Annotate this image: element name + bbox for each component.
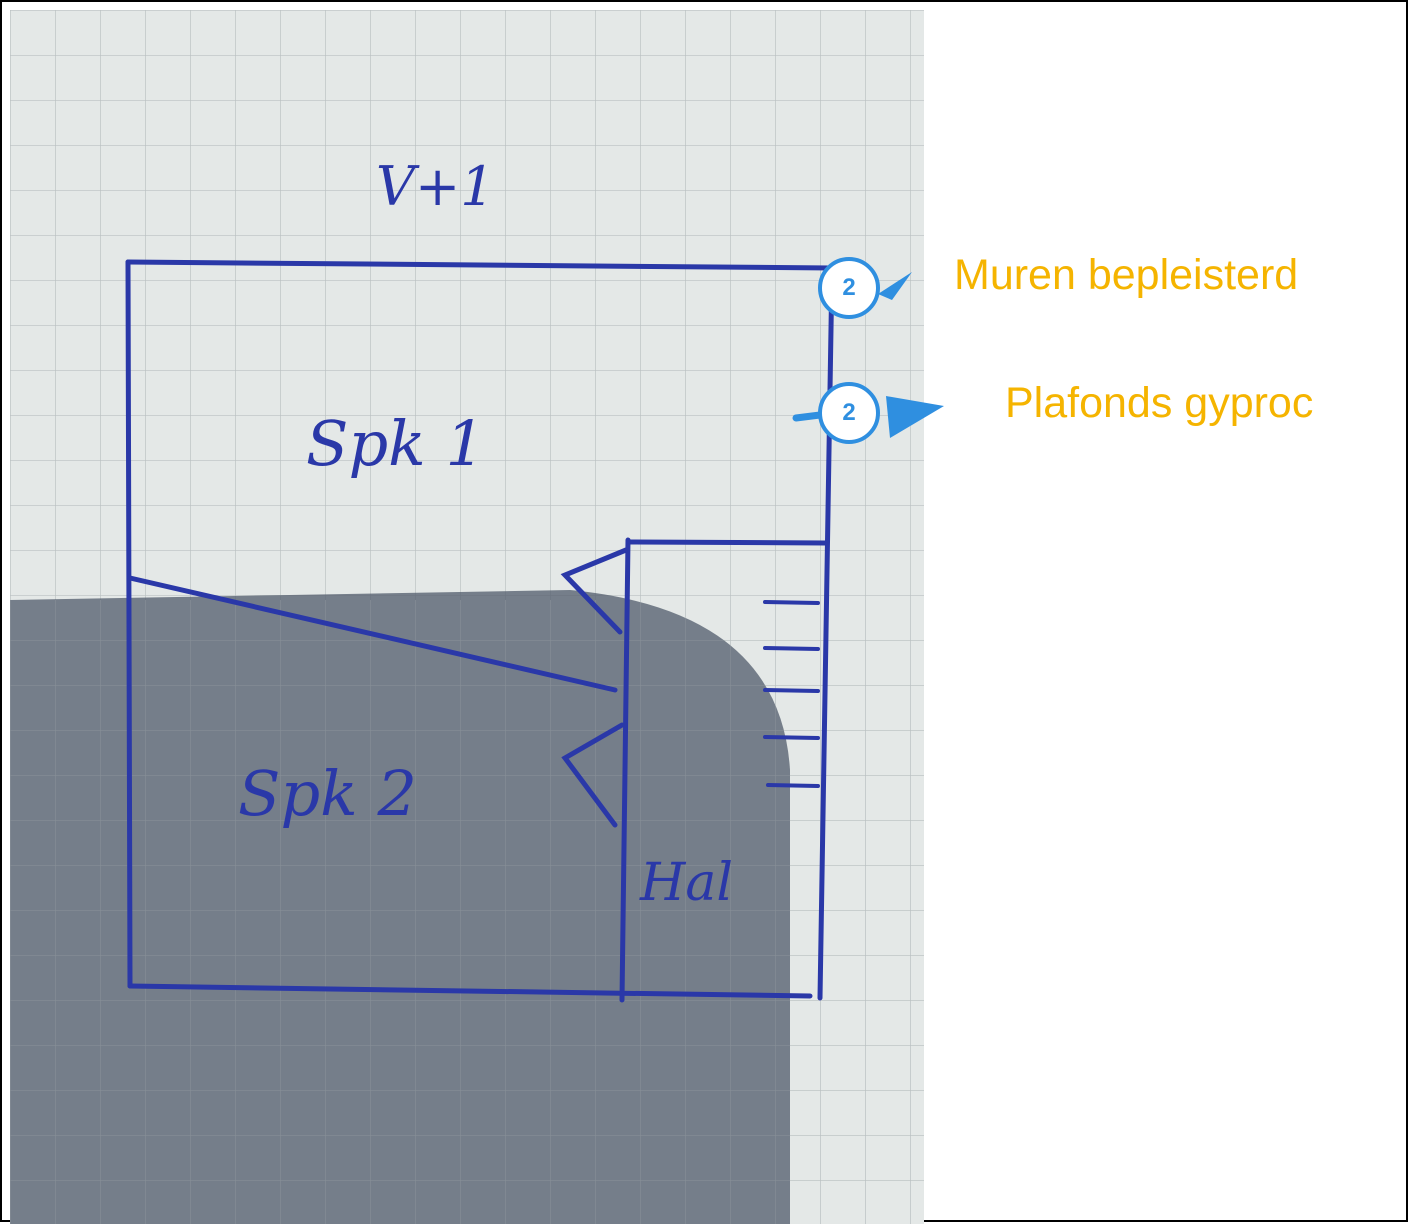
- callout-arrow-2: [886, 396, 944, 438]
- room2-label: Spk 2: [238, 757, 417, 830]
- door-2: [561, 722, 625, 828]
- floor-label: V+1: [376, 155, 495, 218]
- sketch-photo: V+1 Spk 1 Spk 2 Hal: [10, 10, 924, 1224]
- wall-diagonal: [127, 575, 618, 693]
- annotation-ceilings-gyproc: Plafonds gyproc: [1005, 379, 1314, 427]
- callout-badge-1[interactable]: 2: [818, 257, 880, 319]
- wall-left: [125, 259, 133, 989]
- callout-badge-2[interactable]: 2: [818, 382, 880, 444]
- hall-label: Hal: [639, 853, 733, 913]
- door-1: [560, 547, 629, 635]
- wall-top: [125, 259, 835, 271]
- shadow-grid: [10, 600, 924, 1224]
- callout-arrow-1: [878, 272, 912, 300]
- wall-bottom: [127, 983, 813, 999]
- room1-label: Spk 1: [306, 407, 485, 480]
- stairs: [763, 600, 820, 788]
- wall-hall-top: [625, 539, 828, 546]
- floorplan-sketch: V+1 Spk 1 Spk 2 Hal: [10, 10, 924, 1224]
- annotation-walls-plastered: Muren bepleisterd: [954, 251, 1299, 299]
- floorplan-walls: [125, 259, 835, 1003]
- wall-hall: [619, 537, 631, 1003]
